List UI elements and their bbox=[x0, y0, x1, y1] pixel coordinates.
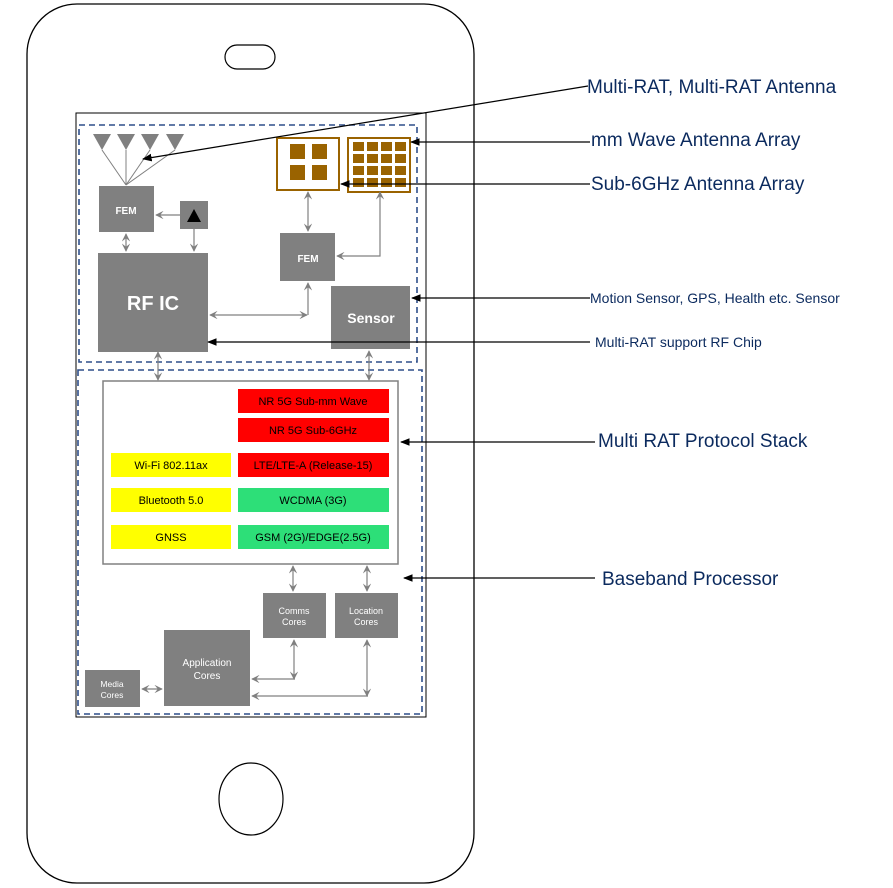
protocol-item-label: Wi-Fi 802.11ax bbox=[134, 460, 208, 472]
protocol-item-label: GSM (2G)/EDGE(2.5G) bbox=[255, 532, 371, 544]
rf-ic-label: RF IC bbox=[127, 293, 179, 315]
antenna-element bbox=[367, 142, 378, 151]
antenna-element bbox=[381, 142, 392, 151]
protocol-item-cellular[interactable]: NR 5G Sub-mm Wave bbox=[238, 389, 389, 413]
comms-cores-label-line2: Cores bbox=[282, 617, 307, 627]
location-cores-label-line2: Cores bbox=[354, 617, 379, 627]
media-cores-label-line2: Cores bbox=[101, 690, 124, 700]
protocol-item-non-cellular[interactable]: GNSS bbox=[111, 525, 231, 549]
callout-rf-chip: Multi-RAT support RF Chip bbox=[595, 334, 762, 350]
multi-rat-antenna-icon bbox=[93, 134, 184, 186]
callout-sensor: Motion Sensor, GPS, Health etc. Sensor bbox=[590, 290, 840, 306]
cellular-protocol-list: NR 5G Sub-mm Wave NR 5G Sub-6GHzLTE/LTE-A… bbox=[238, 389, 389, 549]
antenna-element bbox=[395, 142, 406, 151]
sensor-label: Sensor bbox=[347, 310, 395, 326]
protocol-item-cellular[interactable]: WCDMA (3G) bbox=[238, 488, 389, 512]
callout-baseband-processor: Baseband Processor bbox=[602, 569, 779, 590]
protocol-item-label: NR 5G Sub-mm Wave bbox=[258, 396, 367, 408]
callout-leaders bbox=[142, 85, 595, 582]
protocol-item-label: NR 5G Sub-6GHz bbox=[269, 425, 357, 437]
rf-ic-block[interactable] bbox=[98, 253, 208, 352]
antenna-element bbox=[381, 154, 392, 163]
rf-section-border bbox=[78, 124, 418, 363]
antenna-element bbox=[367, 178, 378, 187]
application-cores-label-line1: Application bbox=[183, 658, 232, 669]
antenna-element bbox=[381, 166, 392, 175]
fem-left-block[interactable] bbox=[99, 186, 154, 232]
media-cores-label-line1: Media bbox=[100, 679, 123, 689]
protocol-item-cellular[interactable]: GSM (2G)/EDGE(2.5G) bbox=[238, 525, 389, 549]
antenna-element bbox=[395, 154, 406, 163]
phone-home-button[interactable] bbox=[218, 762, 284, 836]
protocol-item-non-cellular[interactable]: Wi-Fi 802.11ax bbox=[111, 453, 231, 477]
callout-mm-wave-antenna-array: mm Wave Antenna Array bbox=[591, 130, 801, 151]
callout-sub-6ghz-antenna-array: Sub-6GHz Antenna Array bbox=[591, 174, 805, 195]
media-cores-block[interactable] bbox=[85, 670, 140, 707]
comms-cores-block[interactable] bbox=[263, 593, 326, 638]
protocol-item-label: LTE/LTE-A (Release-15) bbox=[254, 460, 373, 472]
callout-multi-rat-antenna: Multi-RAT, Multi-RAT Antenna bbox=[587, 77, 837, 98]
comms-cores-label-line1: Comms bbox=[279, 606, 310, 616]
antenna-element bbox=[353, 154, 364, 163]
protocol-item-cellular[interactable]: LTE/LTE-A (Release-15) bbox=[238, 453, 389, 477]
application-cores-label-line2: Cores bbox=[194, 671, 221, 682]
triangle-up-icon bbox=[187, 209, 201, 222]
antenna-element bbox=[395, 166, 406, 175]
antenna-element bbox=[353, 178, 364, 187]
protocol-item-cellular[interactable]: NR 5G Sub-6GHz bbox=[238, 418, 389, 442]
location-cores-label-line1: Location bbox=[349, 606, 383, 616]
fem-right-block[interactable] bbox=[280, 233, 335, 281]
protocol-item-label: GNSS bbox=[155, 532, 186, 544]
antenna-element bbox=[353, 166, 364, 175]
sensor-block[interactable] bbox=[331, 286, 410, 349]
fem-left-label: FEM bbox=[115, 206, 136, 217]
mm-wave-antenna-array bbox=[347, 137, 411, 193]
fem-right-label: FEM bbox=[297, 254, 318, 265]
rf-connectors bbox=[121, 191, 385, 381]
antenna-element bbox=[395, 178, 406, 187]
antenna-element bbox=[367, 154, 378, 163]
baseband-section-border bbox=[77, 369, 423, 715]
baseband-connectors bbox=[141, 565, 372, 701]
protocol-item-non-cellular[interactable]: Bluetooth 5.0 bbox=[111, 488, 231, 512]
sub-6ghz-antenna-array bbox=[276, 137, 340, 191]
antenna-element bbox=[381, 178, 392, 187]
protocol-item-label: WCDMA (3G) bbox=[279, 495, 346, 507]
application-cores-block[interactable] bbox=[164, 630, 250, 706]
antenna-element bbox=[367, 166, 378, 175]
callout-protocol-stack: Multi RAT Protocol Stack bbox=[598, 431, 808, 452]
protocol-item-label: Bluetooth 5.0 bbox=[139, 495, 204, 507]
antenna-element bbox=[353, 142, 364, 151]
phone-speaker bbox=[224, 44, 276, 70]
location-cores-block[interactable] bbox=[335, 593, 398, 638]
